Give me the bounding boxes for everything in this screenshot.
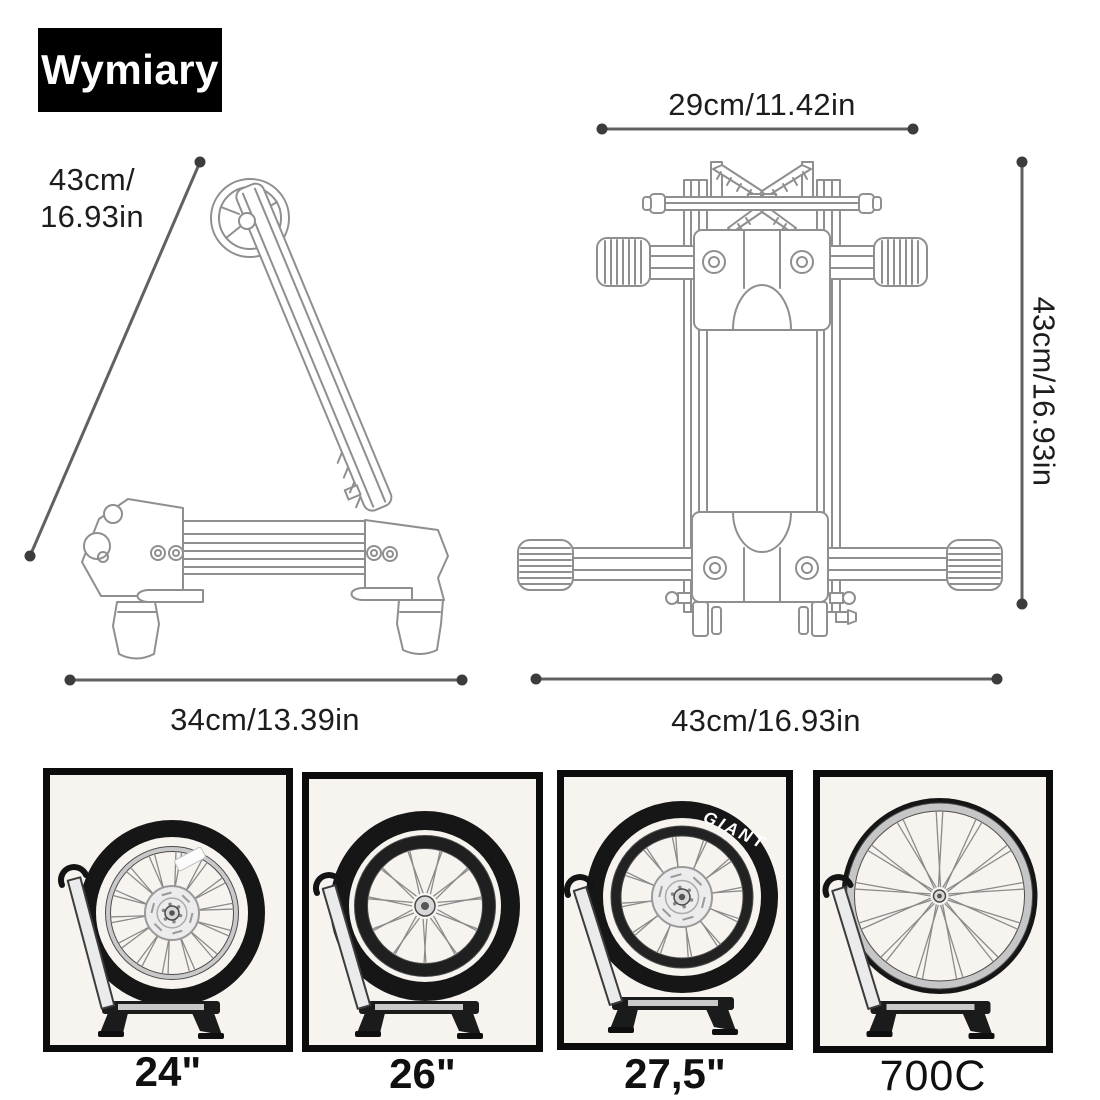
front-view-bottom-width-label: 43cm/16.93in — [671, 703, 861, 738]
wheel-size-label-24: 24" — [134, 1048, 202, 1095]
wheel-size-label-27-5: 27,5" — [624, 1050, 726, 1097]
wheel-size-label-26: 26" — [389, 1050, 456, 1097]
front-view-top-width-label: 29cm/11.42in — [668, 87, 856, 122]
wheel-photo-27-5-illustration: GIANT — [564, 801, 778, 1035]
wheel-photo-24 — [43, 768, 293, 1052]
wheel-size-label-700c: 700C — [879, 1052, 987, 1100]
front-view-height-label: 43cm/16.93in — [1026, 296, 1062, 487]
dimension-lines — [24, 123, 1028, 686]
wheel-photo-700c-illustration — [822, 798, 1038, 1039]
wheel-photo-27-5: GIANT — [557, 770, 793, 1050]
side-view-drawing — [81, 178, 449, 660]
wheel-photo-24-illustration — [58, 820, 265, 1039]
side-view-height-label: 43cm/ 16.93in — [22, 161, 162, 235]
wheel-photo-26 — [302, 772, 543, 1052]
side-view-width-label: 34cm/13.39in — [170, 702, 360, 737]
wheel-photo-700c — [813, 770, 1053, 1053]
side-view-height-label-line1: 43cm/ — [49, 162, 135, 197]
wheel-photo-26-illustration — [313, 811, 520, 1039]
side-view-height-label-line2: 16.93in — [40, 199, 144, 234]
front-view-drawing — [517, 161, 1003, 637]
tire-brand-text: GIANT — [700, 807, 770, 853]
dimensions-title-badge: Wymiary — [38, 28, 222, 112]
dimensions-title-text: Wymiary — [41, 46, 219, 93]
